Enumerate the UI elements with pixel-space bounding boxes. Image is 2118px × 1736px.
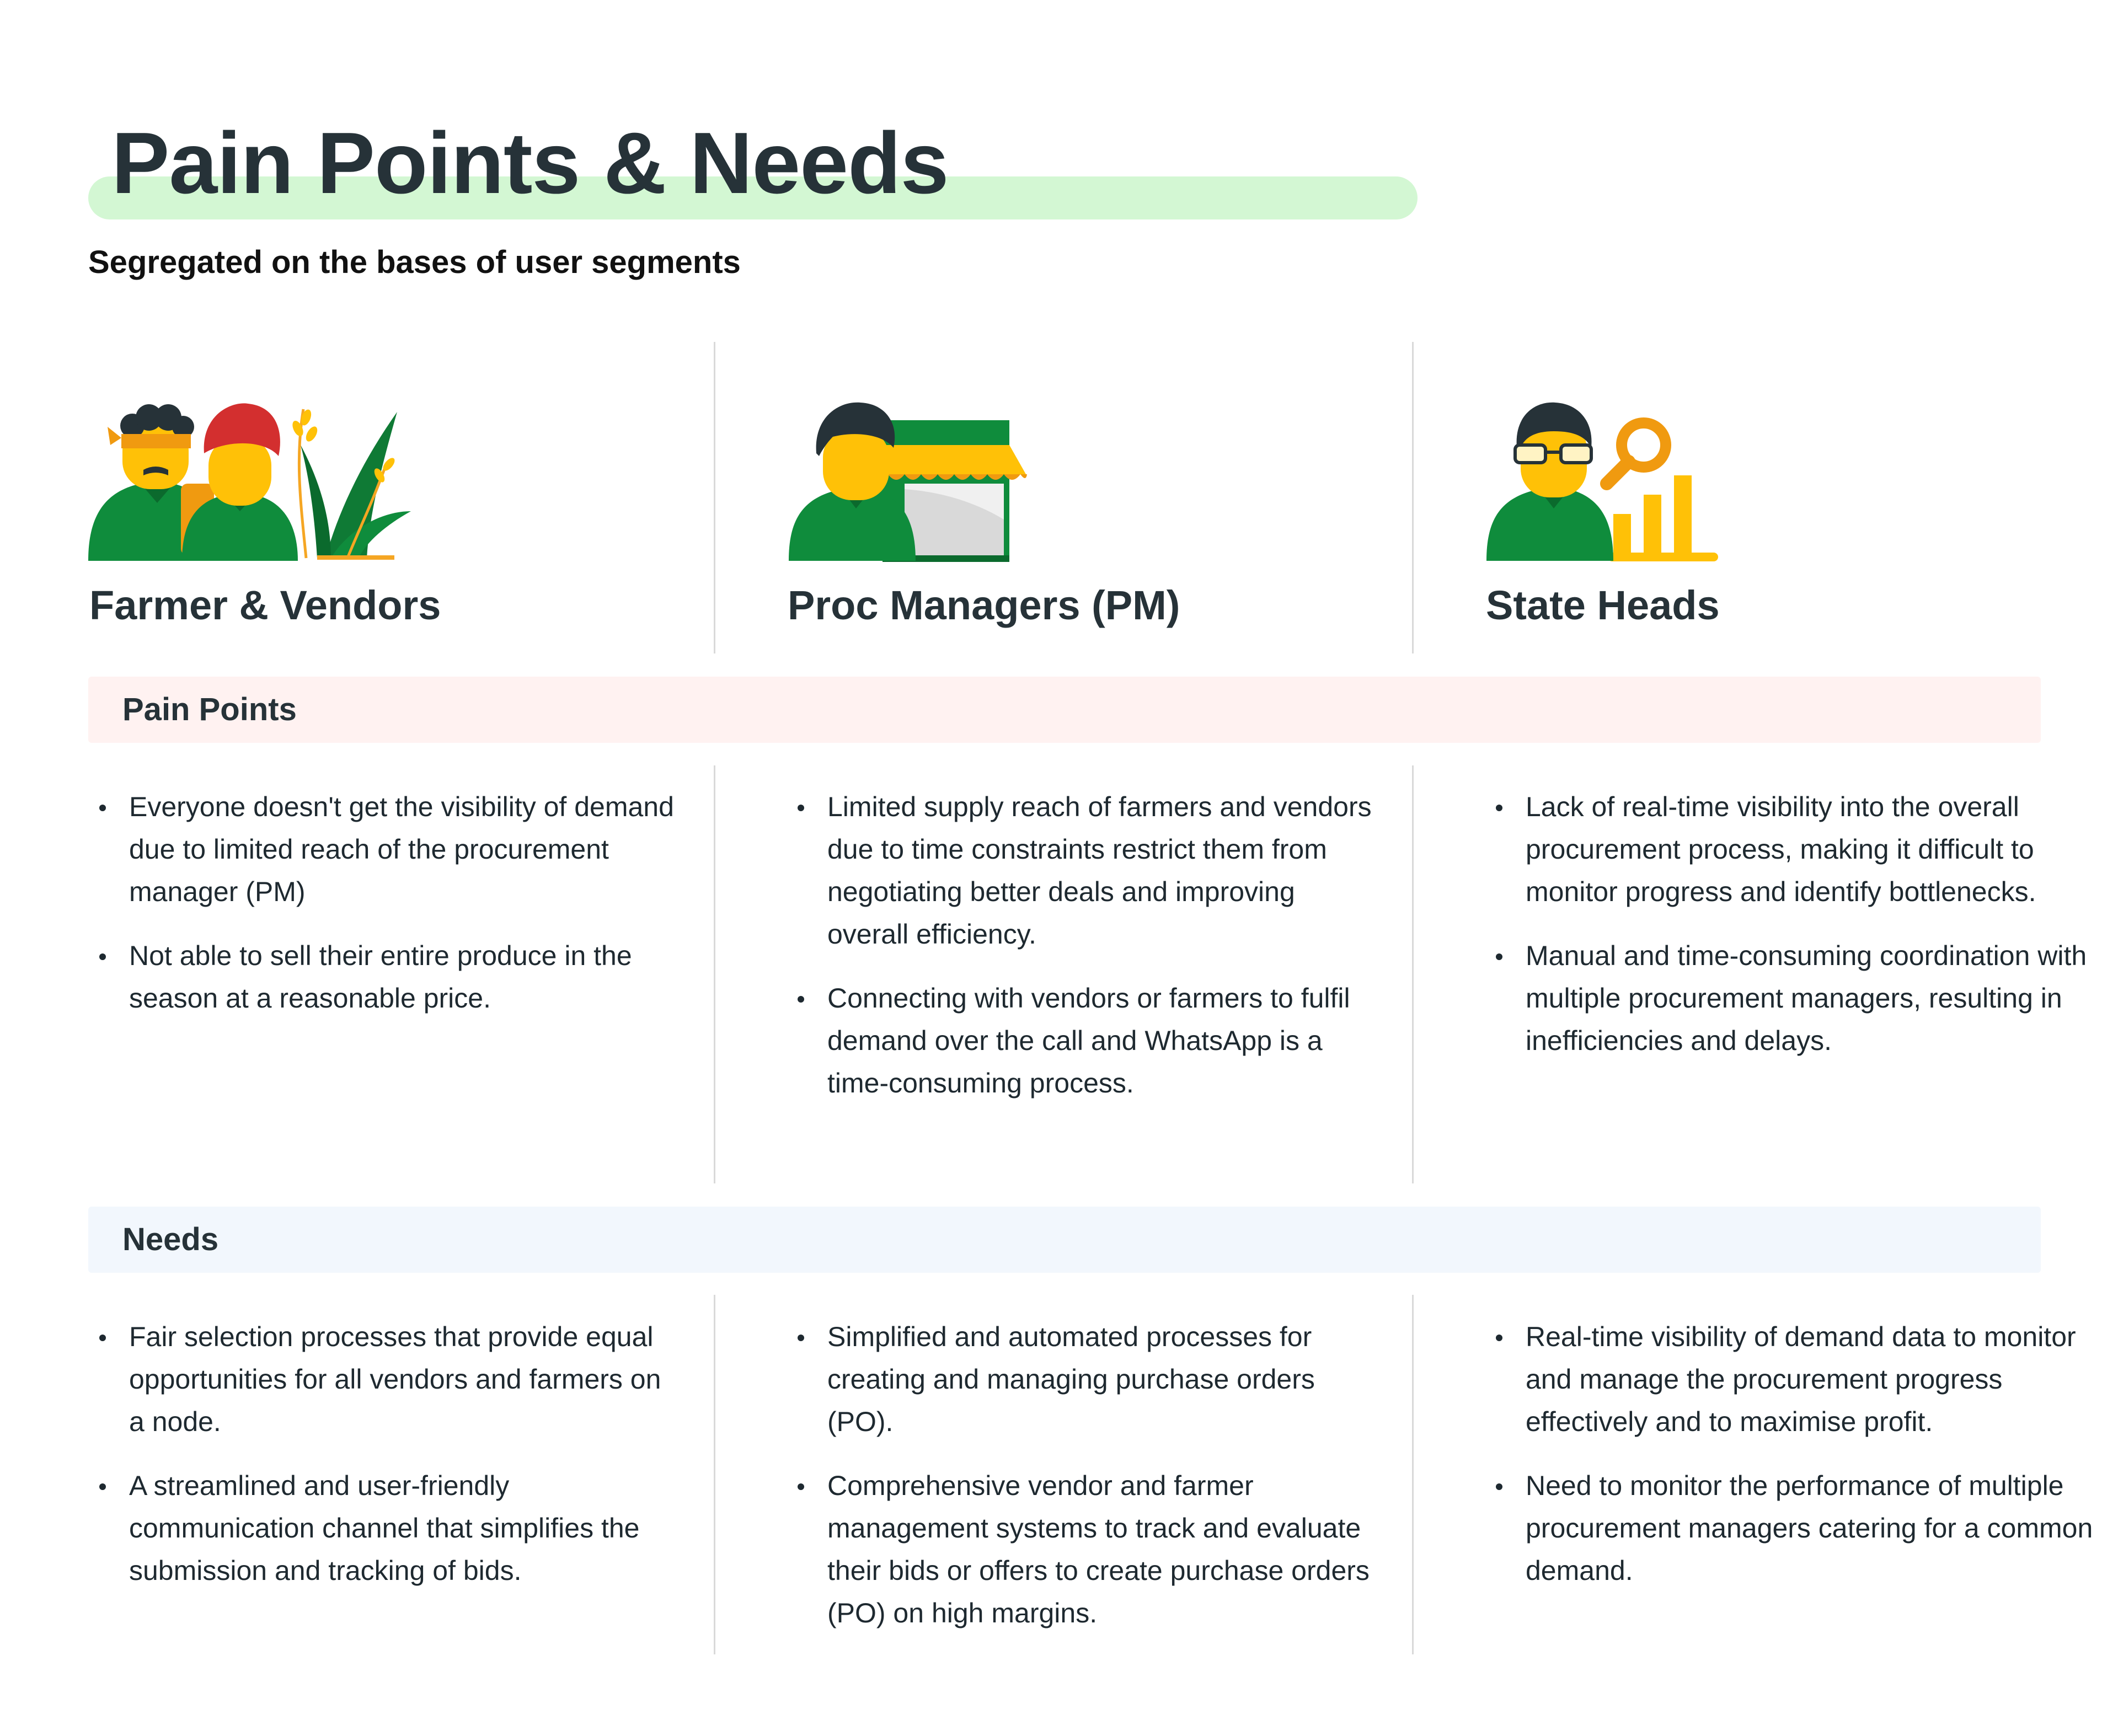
column-divider (714, 342, 715, 653)
column-divider (714, 765, 715, 1183)
list-item: A streamlined and user-friendly communic… (99, 1465, 681, 1592)
needs-band: Needs (88, 1207, 2041, 1273)
segment-name-proc-managers: Proc Managers (PM) (788, 582, 1180, 628)
farmer-vendors-icon (88, 403, 411, 561)
list-item: Fair selection processes that provide eq… (99, 1316, 681, 1443)
column-divider (1412, 765, 1414, 1183)
list-item: Comprehensive vendor and farmer manageme… (798, 1465, 1379, 1635)
title-highlight (88, 176, 1418, 219)
list-item: Connecting with vendors or farmers to fu… (798, 977, 1379, 1105)
segment-name-farmer-vendors: Farmer & Vendors (89, 582, 441, 628)
pain-points-list-proc-managers: Limited supply reach of farmers and vend… (787, 786, 1379, 1126)
pain-points-heading: Pain Points (122, 692, 297, 727)
needs-list-farmers: Fair selection processes that provide eq… (88, 1316, 681, 1614)
list-item: Not able to sell their entire produce in… (99, 935, 681, 1020)
needs-heading: Needs (122, 1221, 219, 1257)
page-subtitle: Segregated on the bases of user segments (88, 244, 741, 280)
column-divider (1412, 1295, 1414, 1654)
list-item: Need to monitor the performance of multi… (1496, 1465, 2099, 1592)
page-title: Pain Points & Needs (111, 115, 949, 212)
column-divider (714, 1295, 715, 1654)
list-item: Real-time visibility of demand data to m… (1496, 1316, 2099, 1443)
pain-points-list-state-heads: Lack of real-time visibility into the ov… (1485, 786, 2099, 1084)
column-divider (1412, 342, 1414, 653)
list-item: Everyone doesn't get the visibility of d… (99, 786, 681, 913)
list-item: Manual and time-consuming coordination w… (1496, 935, 2099, 1062)
needs-list-state-heads: Real-time visibility of demand data to m… (1485, 1316, 2099, 1614)
pain-points-list-farmers: Everyone doesn't get the visibility of d… (88, 786, 681, 1041)
pain-points-band: Pain Points (88, 677, 2041, 743)
list-item: Lack of real-time visibility into the ov… (1496, 786, 2099, 913)
state-head-analytics-icon (1486, 402, 1718, 561)
proc-manager-shop-icon (789, 402, 1027, 562)
segment-name-state-heads: State Heads (1486, 582, 1720, 628)
needs-list-proc-managers: Simplified and automated processes for c… (787, 1316, 1379, 1656)
list-item: Limited supply reach of farmers and vend… (798, 786, 1379, 956)
list-item: Simplified and automated processes for c… (798, 1316, 1379, 1443)
